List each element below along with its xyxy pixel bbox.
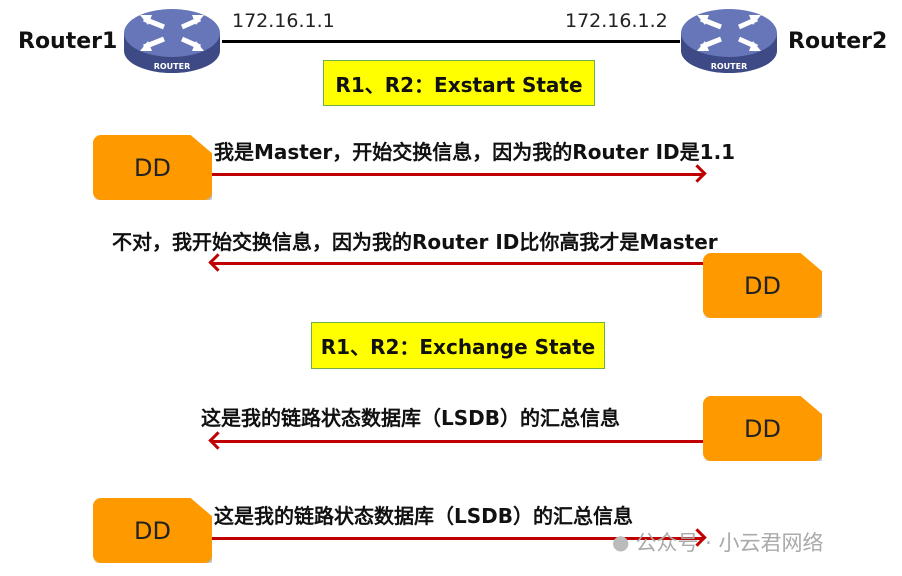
arrow-left <box>212 262 703 265</box>
router-badge: ROUTER <box>710 62 748 71</box>
message-2: 不对，我开始交换信息，因为我的Router ID比你高我才是Master <box>112 230 718 254</box>
arrow-right <box>212 173 703 176</box>
router-badge: ROUTER <box>153 62 191 71</box>
dd-packet: DD <box>93 498 212 563</box>
watermark-text: 公众号 · 小云君网络 <box>635 531 824 555</box>
message-1: 我是Master，开始交换信息，因为我的Router ID是1.1 <box>214 140 736 164</box>
router1-ip: 172.16.1.1 <box>232 10 335 32</box>
router2-icon[interactable]: ROUTER <box>679 5 779 75</box>
arrow-left <box>212 440 703 443</box>
router2-label: Router2 <box>788 29 888 54</box>
wechat-icon: ● <box>612 530 630 554</box>
router2-ip: 172.16.1.2 <box>565 10 668 32</box>
dd-packet: DD <box>703 396 822 461</box>
message-4: 这是我的链路状态数据库（LSDB）的汇总信息 <box>214 504 633 528</box>
watermark: ● 公众号 · 小云君网络 <box>612 527 823 557</box>
link-line <box>222 40 680 43</box>
message-3: 这是我的链路状态数据库（LSDB）的汇总信息 <box>201 406 620 430</box>
router1-icon[interactable]: ROUTER <box>122 5 222 75</box>
router1-label: Router1 <box>18 29 118 54</box>
arrow-right <box>212 537 703 540</box>
state-exstart: R1、R2：Exstart State <box>323 60 595 106</box>
state-exchange: R1、R2：Exchange State <box>311 322 605 369</box>
dd-packet: DD <box>703 253 822 318</box>
dd-packet: DD <box>93 135 212 200</box>
